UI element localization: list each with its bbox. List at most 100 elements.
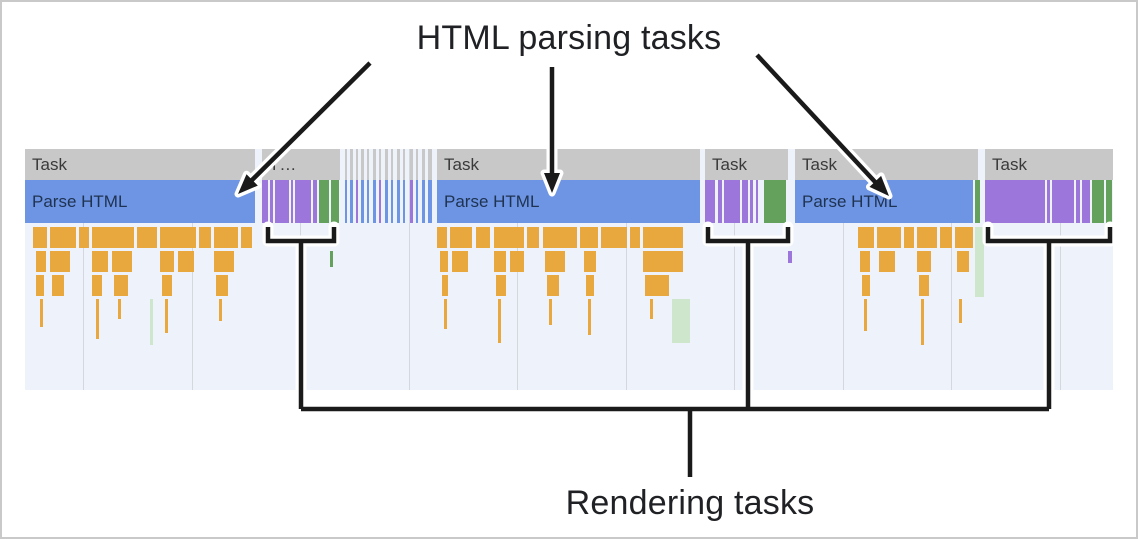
flame-bar-parse-html[interactable] [373,180,376,223]
flame-bar-scripting[interactable] [917,227,937,248]
flame-bar-scripting[interactable] [630,227,640,248]
flame-bar-scripting[interactable] [96,299,99,339]
flame-bar-parse-html[interactable] [345,180,347,223]
flame-bar-rendering[interactable] [379,180,381,223]
task-header-segment[interactable] [356,149,358,180]
flame-bar-parse-html[interactable] [416,180,418,223]
flame-bar-scripting[interactable] [437,227,447,248]
flame-bar-scripting[interactable] [496,275,506,296]
task-header-segment[interactable]: Task [437,149,700,180]
flame-bar-scripting[interactable] [476,227,490,248]
flame-bar-parse-html[interactable]: Parse HTML [437,180,700,223]
flame-bar-rendering[interactable] [313,180,317,223]
flame-bar-scripting[interactable] [214,251,234,272]
flame-bar-scripting[interactable] [241,227,252,248]
flame-bar-scripting[interactable] [858,227,874,248]
flame-bar-scripting[interactable] [919,275,929,296]
flame-bar-scripting[interactable] [160,251,174,272]
flame-bar-rendering[interactable] [275,180,289,223]
flame-bar-scripting[interactable] [444,299,447,329]
flame-bar-scripting[interactable] [92,251,108,272]
flame-bar-painting[interactable] [319,180,329,223]
flame-bar-parse-html[interactable] [391,180,393,223]
flame-bar-painting[interactable] [764,180,786,223]
task-header-segment[interactable]: Task [795,149,978,180]
flame-bar-scripting[interactable] [50,227,76,248]
task-header-segment[interactable] [345,149,347,180]
task-header-segment[interactable] [350,149,353,180]
flame-bar-parse-html[interactable] [428,180,432,223]
flame-bar-scripting[interactable] [877,227,901,248]
flame-bar-parse-html[interactable] [422,180,425,223]
flame-bar-scripting[interactable] [450,227,472,248]
flame-bar-rendering[interactable] [291,180,293,223]
flame-bar-scripting[interactable] [527,227,539,248]
flame-bar-scripting[interactable] [214,227,238,248]
flame-bar-scripting[interactable] [79,227,89,248]
flame-bar-scripting[interactable] [601,227,627,248]
flame-bar-painting-light[interactable] [672,299,690,343]
task-header-segment[interactable] [428,149,432,180]
flame-bar-scripting[interactable] [162,275,172,296]
flame-bar-scripting[interactable] [955,227,973,248]
flame-bar-scripting[interactable] [510,251,524,272]
flame-bar-scripting[interactable] [112,251,132,272]
flame-bar-scripting[interactable] [549,299,552,325]
flame-bar-scripting[interactable] [940,227,952,248]
flame-bar-scripting[interactable] [452,251,468,272]
flame-bar-parse-html[interactable]: Parse HTML [795,180,973,223]
flame-bar-rendering[interactable] [295,180,311,223]
flame-bar-scripting[interactable] [165,299,168,333]
flame-bar-rendering[interactable] [410,180,413,223]
flame-bar-parse-html[interactable] [367,180,369,223]
flame-bar-rendering[interactable] [356,180,358,223]
flame-bar-rendering[interactable] [1047,180,1050,223]
flame-bar-scripting[interactable] [33,227,47,248]
flame-bar-rendering[interactable] [788,251,792,263]
task-header-segment[interactable]: Task [25,149,255,180]
flame-bar-scripting[interactable] [92,227,134,248]
task-header-segment[interactable] [367,149,369,180]
flame-bar-rendering[interactable] [1082,180,1090,223]
flame-bar-scripting[interactable] [92,275,102,296]
flame-bar-scripting[interactable] [440,251,448,272]
flame-bar-scripting[interactable] [178,251,194,272]
flame-bar-rendering[interactable] [1076,180,1080,223]
task-header-segment[interactable] [397,149,400,180]
task-header-segment[interactable] [361,149,364,180]
flame-bar-painting-light[interactable] [975,227,984,297]
flame-bar-scripting[interactable] [547,275,559,296]
flame-bar-scripting[interactable] [442,275,448,296]
flame-bar-parse-html[interactable] [350,180,353,223]
flame-bar-scripting[interactable] [588,299,591,335]
flame-bar-rendering[interactable] [742,180,748,223]
flame-bar-parse-html[interactable]: Parse HTML [25,180,255,223]
flame-bar-scripting[interactable] [36,251,46,272]
flame-bar-painting[interactable] [1106,180,1112,223]
flame-bar-scripting[interactable] [219,299,222,321]
task-header-segment[interactable] [373,149,376,180]
task-header-segment[interactable]: T… [262,149,340,180]
flame-bar-scripting[interactable] [543,227,577,248]
flame-bar-rendering[interactable] [724,180,740,223]
flame-bar-rendering[interactable] [705,180,715,223]
flame-bar-parse-html[interactable] [403,180,405,223]
task-header-segment[interactable] [403,149,405,180]
flame-bar-scripting[interactable] [643,227,683,248]
task-header-segment[interactable]: Task [985,149,1113,180]
flame-bar-scripting[interactable] [643,251,683,272]
flame-bar-parse-html[interactable] [397,180,400,223]
flame-bar-scripting[interactable] [860,251,870,272]
flame-bar-scripting[interactable] [879,251,895,272]
flame-bar-scripting[interactable] [137,227,157,248]
flame-bar-rendering[interactable] [262,180,268,223]
flame-bar-scripting[interactable] [959,299,962,323]
flame-bar-scripting[interactable] [545,251,565,272]
task-header-segment[interactable]: Task [705,149,788,180]
flame-bar-scripting[interactable] [580,227,598,248]
flame-bar-scripting[interactable] [50,251,70,272]
flame-bar-scripting[interactable] [917,251,931,272]
flame-bar-rendering[interactable] [750,180,753,223]
flame-bar-scripting[interactable] [494,251,506,272]
task-header-segment[interactable] [379,149,381,180]
